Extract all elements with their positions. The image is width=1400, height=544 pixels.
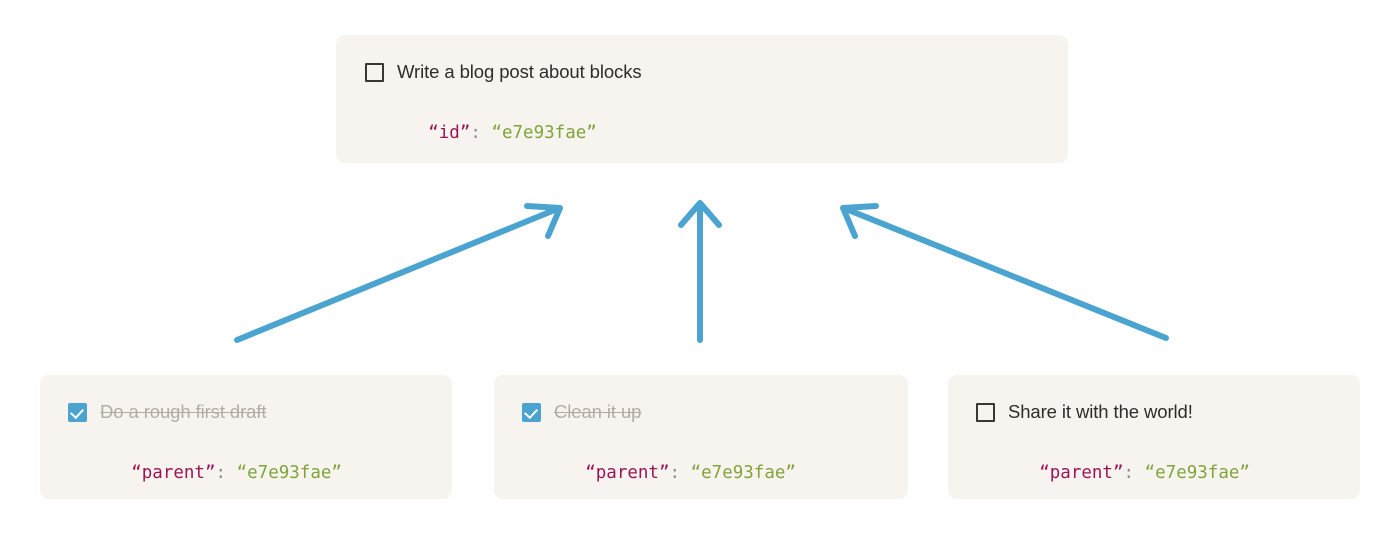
root-json-value: “e7e93fae” [491,123,597,143]
child-1-json-colon: : [215,463,237,483]
root-todo-label: Write a blog post about blocks [397,61,642,82]
checkbox-checked-icon[interactable] [68,402,87,422]
child-3-todo-row[interactable]: Share it with the world! [976,401,1360,423]
child-3-json-key: “parent” [1039,463,1124,483]
child-2-json-line: “parent”: “e7e93fae” [522,437,908,509]
arrow-child-3-to-root [840,203,1169,341]
child-3-json-value: “e7e93fae” [1144,463,1250,483]
child-3-json-line: “parent”: “e7e93fae” [976,437,1360,509]
child-1-todo-label: Do a rough first draft [100,401,267,422]
root-block-card[interactable]: Write a blog post about blocks “id”: “e7… [336,35,1068,163]
child-block-card-2[interactable]: Clean it up “parent”: “e7e93fae” [494,375,908,499]
root-json-line: “id”: “e7e93fae” [365,97,1068,169]
root-todo-row[interactable]: Write a blog post about blocks [365,61,1068,83]
child-1-todo-row[interactable]: Do a rough first draft [68,401,452,423]
child-2-json-value: “e7e93fae” [690,463,796,483]
checkbox-checked-icon[interactable] [522,402,541,422]
arrow-child-1-to-root [234,203,563,343]
arrow-child-2-to-root [678,200,722,343]
checkbox-empty-icon[interactable] [365,62,384,82]
root-json-key: “id” [428,123,471,143]
child-3-todo-label: Share it with the world! [1008,401,1193,422]
child-1-json-value: “e7e93fae” [236,463,342,483]
child-2-json-colon: : [669,463,691,483]
child-3-json-colon: : [1123,463,1145,483]
root-json-colon: : [470,123,492,143]
child-block-card-3[interactable]: Share it with the world! “parent”: “e7e9… [948,375,1360,499]
child-2-todo-row[interactable]: Clean it up [522,401,908,423]
child-2-json-key: “parent” [585,463,670,483]
child-1-json-line: “parent”: “e7e93fae” [68,437,452,509]
child-block-card-1[interactable]: Do a rough first draft “parent”: “e7e93f… [40,375,452,499]
checkbox-empty-icon[interactable] [976,402,995,422]
child-2-todo-label: Clean it up [554,401,642,422]
child-1-json-key: “parent” [131,463,216,483]
